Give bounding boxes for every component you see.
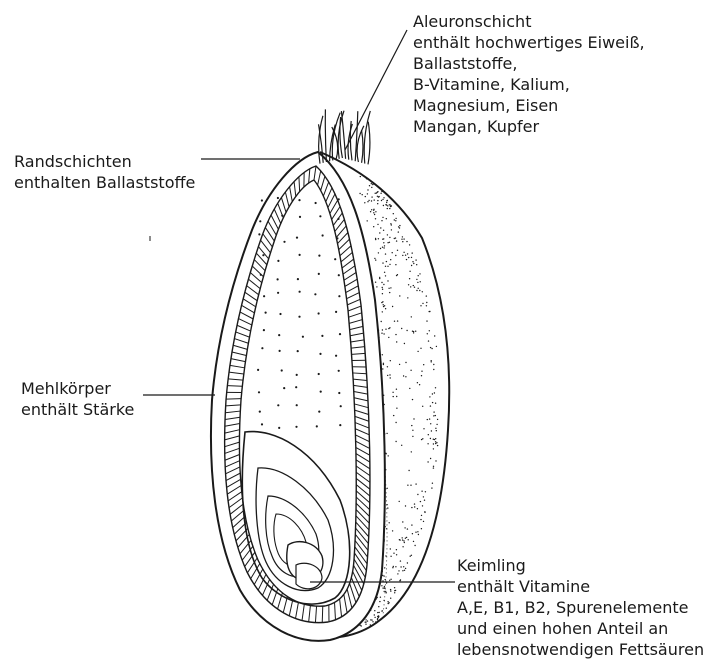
keim-line-5: lebensnotwendigen Fettsäuren [457,639,704,660]
aleuron-line-2: enthält hochwertiges Eiweiß, [413,32,645,53]
label-aleuronschicht: Aleuronschicht enthält hochwertiges Eiwe… [413,11,645,137]
mehl-line-2: enthält Stärke [21,399,134,420]
keim-line-2: enthält Vitamine [457,576,704,597]
label-mehlkoerper: Mehlkörper enthält Stärke [21,378,134,420]
aleuron-line-4: B-Vitamine, Kalium, [413,74,645,95]
keim-line-1: Keimling [457,555,704,576]
aleuron-line-1: Aleuronschicht [413,11,645,32]
keim-line-3: A,E, B1, B2, Spurenelemente [457,597,704,618]
grain-brush-hairs [319,109,371,164]
rand-line-2: enthalten Ballaststoffe [14,172,195,193]
leader-aleuron [345,30,407,150]
label-keimling: Keimling enthält Vitamine A,E, B1, B2, S… [457,555,704,660]
aleuron-line-5: Magnesium, Eisen [413,95,645,116]
aleuron-line-6: Mangan, Kupfer [413,116,645,137]
mehl-line-1: Mehlkörper [21,378,134,399]
aleuron-line-3: Ballaststoffe, [413,53,645,74]
label-randschichten: Randschichten enthalten Ballaststoffe [14,151,195,193]
rand-line-1: Randschichten [14,151,195,172]
keim-line-4: und einen hohen Anteil an [457,618,704,639]
